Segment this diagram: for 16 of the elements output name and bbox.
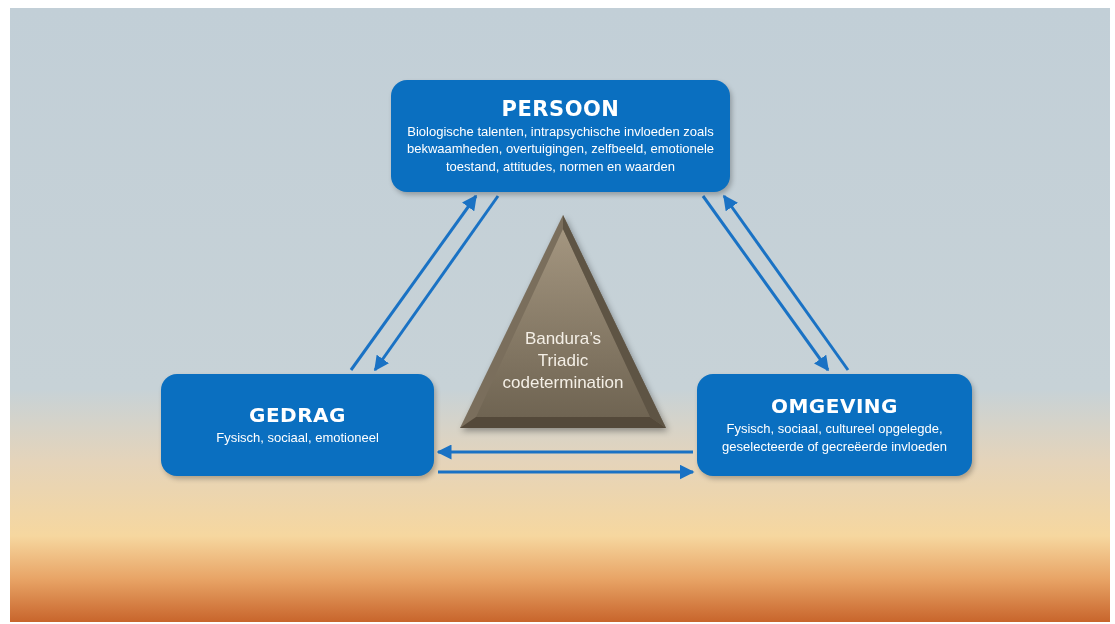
arrow — [722, 194, 850, 371]
box-description: Biologische talenten, intrapsychische invloeden zoals bekwaamheden, overtuigingen, zelfbeeld, emotionele toestand, attitudes, normen en waarden — [405, 122, 716, 176]
triangle-label: Bandura’s Triadic codetermination — [501, 327, 625, 394]
box-description: Fysisch, sociaal, emotioneel — [216, 428, 379, 447]
process-box — [391, 80, 730, 192]
arrow — [373, 195, 500, 372]
process-box — [697, 374, 972, 476]
arrow — [349, 194, 478, 371]
box-heading: OMGEVING — [770, 394, 899, 418]
arrow — [438, 464, 695, 480]
box-heading: PERSOON — [501, 96, 620, 121]
arrow — [701, 195, 830, 372]
arrow — [436, 444, 693, 460]
process-box — [161, 374, 434, 476]
box-heading: GEDRAG — [249, 403, 346, 427]
box-description: Fysisch, sociaal, cultureel opgelegde, geselecteerde of gecreëerde invloeden — [721, 419, 948, 456]
